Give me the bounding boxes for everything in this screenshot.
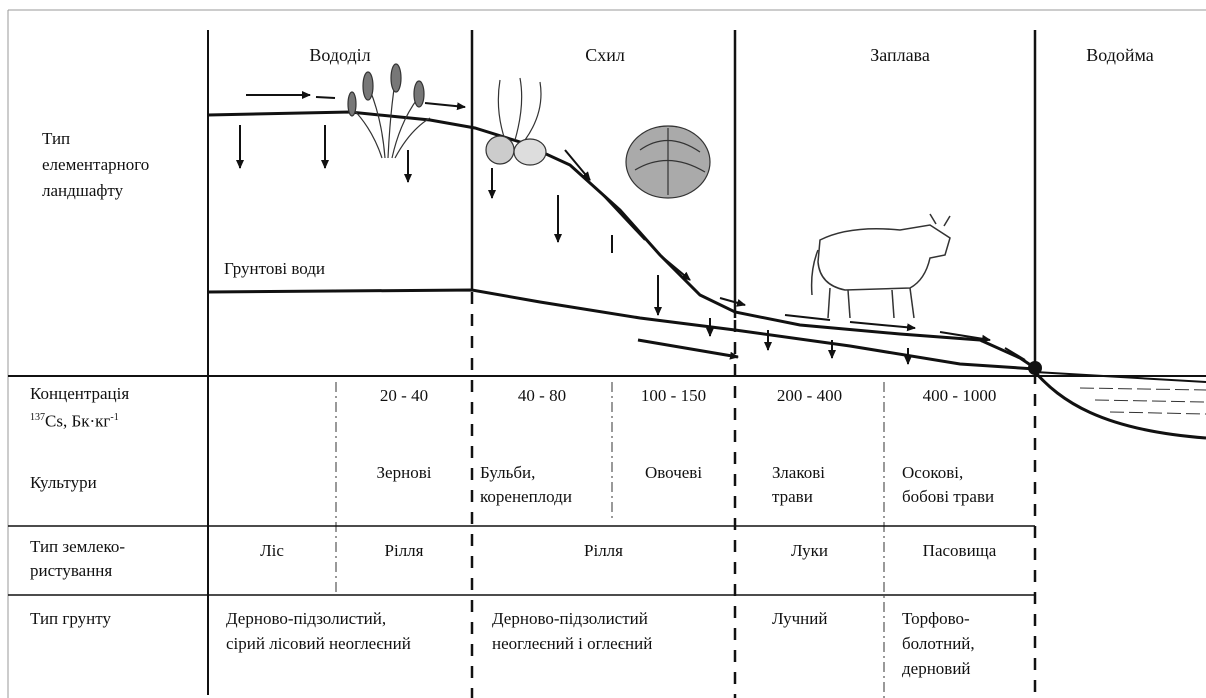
landuse-arable-1: Рілля xyxy=(336,540,472,562)
groundwater-line xyxy=(208,290,1035,369)
soil-sodpodzolic-gleyed-2: неоглеєний і оглеєний xyxy=(492,633,652,655)
zone-floodplain: Заплава xyxy=(800,44,1000,66)
label-concentration-units: 137Cs, Бк·кг-1 xyxy=(30,407,119,433)
label-groundwater: Грунтові води xyxy=(224,258,325,280)
cabbage-illustration xyxy=(626,126,710,198)
landuse-arable-2: Рілля xyxy=(472,540,735,562)
label-concentration: Концентрація xyxy=(30,383,129,405)
conc-grasses: 200 - 400 xyxy=(735,385,884,407)
soil-sodpodzolic-gleyed-1: Дерново-підзолистий xyxy=(492,608,648,630)
conc-sedges: 400 - 1000 xyxy=(884,385,1035,407)
crop-grasses-2: трави xyxy=(772,486,813,508)
label-landscape-1: Тип xyxy=(42,128,70,150)
crop-vegetables: Овочеві xyxy=(612,462,735,484)
crop-sedges-2: бобові трави xyxy=(902,486,994,508)
water-ripples xyxy=(1080,388,1206,414)
label-unit-exp: -1 xyxy=(110,412,118,423)
cereal-illustration xyxy=(348,64,430,158)
landuse-forest: Ліс xyxy=(208,540,336,562)
label-soil: Тип грунту xyxy=(30,608,111,630)
water-bed xyxy=(1035,372,1206,438)
crop-sedges-1: Осокові, xyxy=(902,462,963,484)
soil-peat-1: Торфово- xyxy=(902,608,970,630)
label-landscape-3: ландшафту xyxy=(42,180,123,202)
soil-sodpodzolic-2: сірий лісовий неоглеєний xyxy=(226,633,411,655)
conc-grain: 20 - 40 xyxy=(336,385,472,407)
soil-sodpodzolic-1: Дерново-підзолистий, xyxy=(226,608,386,630)
crop-roots-1: Бульби, xyxy=(480,462,535,484)
cow-illustration xyxy=(812,214,950,318)
label-land-use-1: Тип землеко- xyxy=(30,536,125,558)
outlet-point xyxy=(1028,361,1042,375)
zone-slope: Схил xyxy=(505,44,705,66)
label-unit-kg: кг xyxy=(95,412,110,431)
conc-roots: 40 - 80 xyxy=(472,385,612,407)
zone-waterbody: Водойма xyxy=(1060,44,1180,66)
label-isotope-mass: 137 xyxy=(30,412,45,423)
landuse-pastures: Пасовища xyxy=(884,540,1035,562)
zone-watershed: Вододіл xyxy=(240,44,440,66)
soil-meadow: Лучний xyxy=(772,608,827,630)
label-landscape-2: елементарного xyxy=(42,154,149,176)
crop-roots-2: коренеплоди xyxy=(480,486,572,508)
label-crops: Культури xyxy=(30,472,97,494)
crop-grasses-1: Злакові xyxy=(772,462,825,484)
crop-grain: Зернові xyxy=(336,462,472,484)
conc-vegetables: 100 - 150 xyxy=(612,385,735,407)
soil-peat-3: дерновий xyxy=(902,658,971,680)
label-land-use-2: ристування xyxy=(30,560,112,582)
soil-peat-2: болотний, xyxy=(902,633,975,655)
label-isotope-unit: Cs, Бк xyxy=(45,412,89,431)
landuse-meadows: Луки xyxy=(735,540,884,562)
beet-illustration xyxy=(486,78,546,165)
